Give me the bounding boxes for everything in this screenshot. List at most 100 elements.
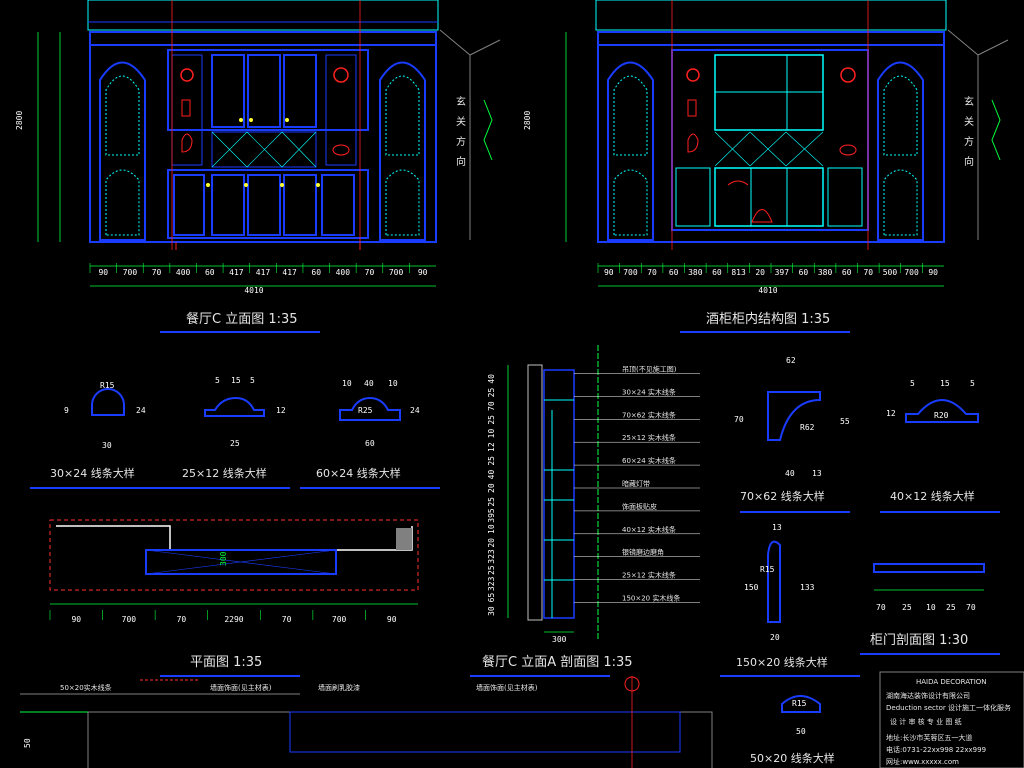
svg-text:方: 方 (456, 135, 466, 148)
svg-text:湖南海达装饰设计有限公司: 湖南海达装饰设计有限公司 (886, 691, 970, 700)
svg-text:24: 24 (410, 406, 420, 415)
profile-70x62-caption: 70×62 线条大样 (740, 489, 825, 503)
profile-150x20: 13 R15 150 133 20 150×20 线条大样 (720, 523, 860, 677)
svg-text:方: 方 (964, 135, 974, 148)
svg-text:70: 70 (734, 415, 744, 424)
svg-text:向: 向 (964, 155, 974, 168)
section-dim-label: 10 (487, 429, 496, 439)
plan-dim-label: 90 (71, 615, 81, 624)
svg-text:62: 62 (786, 356, 796, 365)
section-dim-label: 323 (487, 549, 496, 564)
elevation-left-total-width: 4010 (244, 286, 263, 295)
elevation-right-dim-label: 70 (863, 268, 873, 277)
elevation-right-dim-label: 60 (712, 268, 722, 277)
svg-text:60: 60 (365, 439, 375, 448)
door-section-title: 柜门剖面图 1:30 (870, 633, 968, 648)
bottom-left-elevation: 50×20实木线条 墙面刷乳胶漆 墙面饰面(见主材表) 墙面饰面(见主材表) 5… (20, 676, 713, 768)
elevation-left-title: 餐厅C 立面图 1:35 (186, 311, 298, 327)
plan-dim-label: 70 (282, 615, 292, 624)
svg-text:12: 12 (276, 406, 286, 415)
section-dim-label: 40 (487, 374, 496, 384)
elevation-right-dim-label: 90 (604, 268, 614, 277)
section-dim-label: 323 (487, 576, 496, 591)
elevation-left-total-height: 2800 (15, 111, 24, 130)
svg-text:55: 55 (840, 417, 850, 426)
elevation-left-dim-label: 417 (256, 268, 271, 277)
svg-text:R15: R15 (100, 381, 115, 390)
section-dim-label: 20 (487, 538, 496, 548)
section-dim-label: 10 (487, 524, 496, 534)
elevation-left-dim-label: 417 (282, 268, 297, 277)
svg-text:R15: R15 (760, 565, 775, 574)
elevation-left-dim-label: 417 (229, 268, 244, 277)
section-dim-label: 25 (487, 497, 496, 507)
elevation-right-dim-label: 380 (688, 268, 703, 277)
section-label: 40×12 实木线条 (622, 525, 676, 534)
elevation-left-dim-label: 90 (418, 268, 428, 277)
elevation-right-dim-label: 813 (731, 268, 746, 277)
svg-text:R62: R62 (800, 423, 815, 432)
section-label: 吊顶(不见施工图) (622, 364, 677, 373)
elevation-left-dim-label: 90 (98, 268, 108, 277)
bottom-left-dim: 50 (23, 738, 32, 748)
plan-dim-label: 2290 (224, 615, 243, 624)
svg-text:13: 13 (812, 469, 822, 478)
elevation-right-dim-label: 60 (669, 268, 679, 277)
section-dim-label: 40 (487, 470, 496, 480)
svg-text:25: 25 (902, 603, 912, 612)
elevation-right-total-width: 4010 (758, 286, 777, 295)
svg-text:Deduction sector 设计施工一体化服务: Deduction sector 设计施工一体化服务 (886, 703, 1011, 712)
svg-text:25: 25 (946, 603, 956, 612)
elevation-right-dim-label: 90 (928, 268, 938, 277)
svg-text:24: 24 (136, 406, 146, 415)
elevation-right-dim-label: 60 (799, 268, 809, 277)
svg-text:5: 5 (215, 376, 220, 385)
svg-text:10: 10 (926, 603, 936, 612)
elevation-left-dim-label: 400 (176, 268, 191, 277)
profile-50x20: R15 50 50×20 线条大样 (750, 695, 835, 765)
svg-text:25: 25 (230, 439, 240, 448)
profile-30x24: R15 30 24 9 30×24 线条大样 (30, 381, 170, 489)
section-dim-label: 25 (487, 415, 496, 425)
section-view: 402570251012254020253951020323253236530 … (470, 345, 700, 677)
svg-text:电话:0731-22xx998 22xx999: 电话:0731-22xx998 22xx999 (886, 745, 986, 754)
profile-60x24: 10 40 10 R25 60 24 60×24 线条大样 (300, 379, 440, 489)
profile-40x12-caption: 40×12 线条大样 (890, 489, 975, 503)
svg-text:70: 70 (966, 603, 976, 612)
section-label: 30×24 实木线条 (622, 387, 676, 396)
section-label: 饰面板贴皮 (622, 502, 657, 511)
profile-60x24-caption: 60×24 线条大样 (316, 466, 401, 480)
svg-text:向: 向 (456, 155, 466, 168)
section-dim-label: 25 (487, 388, 496, 398)
svg-text:R15: R15 (792, 699, 807, 708)
svg-text:地址:长沙市芙蓉区五一大道: 地址:长沙市芙蓉区五一大道 (886, 733, 972, 742)
section-label: 25×12 实木线条 (622, 433, 676, 442)
profile-50x20-caption: 50×20 线条大样 (750, 751, 835, 765)
svg-text:R25: R25 (358, 406, 373, 415)
svg-text:10: 10 (342, 379, 352, 388)
elevation-right-side-text: 玄 关 方 向 (964, 95, 974, 168)
elevation-left-dim-label: 60 (205, 268, 215, 277)
section-label: 银镜磨边磨角 (622, 548, 664, 557)
svg-text:玄: 玄 (964, 95, 974, 108)
elevation-left-dim-label: 400 (336, 268, 351, 277)
plan-mid-dim: 300 (219, 551, 228, 566)
svg-text:5: 5 (250, 376, 255, 385)
elevation-left-dim-label: 700 (389, 268, 404, 277)
svg-text:133: 133 (800, 583, 815, 592)
elevation-right-dim-label: 700 (623, 268, 638, 277)
section-label: 70×62 实木线条 (622, 410, 676, 419)
elevation-left-dim-label: 70 (152, 268, 162, 277)
bottom-label-2: 墙面刷乳胶漆 (318, 683, 360, 692)
section-label: 25×12 实木线条 (622, 571, 676, 580)
section-label: 150×20 实木线条 (622, 594, 680, 603)
plan-dim-label: 700 (332, 615, 347, 624)
section-dim-label: 25 (487, 565, 496, 575)
svg-text:50: 50 (796, 727, 806, 736)
